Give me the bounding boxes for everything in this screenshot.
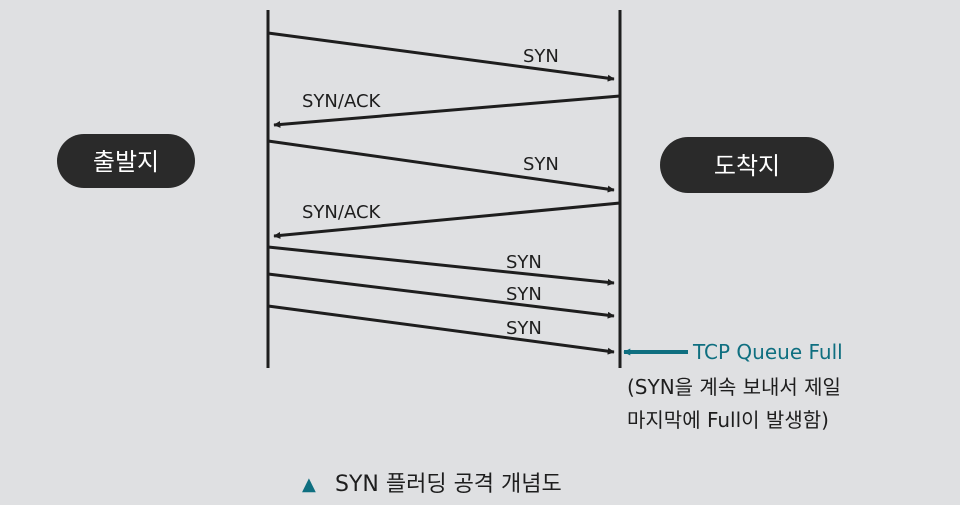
- destination-node-label: 도착지: [714, 152, 780, 180]
- destination-node: 도착지: [660, 137, 834, 193]
- message-label: SYN: [506, 252, 542, 273]
- figure-caption: ▲ SYN 플러딩 공격 개념도: [302, 472, 562, 497]
- message-label: SYN: [523, 46, 559, 67]
- message-arrow: [267, 139, 615, 193]
- message-label: SYN/ACK: [302, 202, 382, 223]
- caption-text: SYN 플러딩 공격 개념도: [335, 472, 562, 497]
- queue-full-note: TCP Queue Full (SYN을 계속 보내서 제일 마지막에 Full…: [623, 340, 843, 432]
- queue-full-line-1: (SYN을 계속 보내서 제일: [627, 375, 841, 399]
- message-3: SYN: [267, 139, 615, 193]
- message-7: SYN: [267, 304, 615, 355]
- message-arrow: [273, 94, 621, 128]
- message-arrow: [267, 245, 615, 286]
- message-label: SYN: [506, 284, 542, 305]
- source-node-label: 출발지: [93, 148, 159, 176]
- message-label: SYN/ACK: [302, 91, 382, 112]
- queue-full-title: TCP Queue Full: [692, 340, 843, 364]
- caption-marker: ▲: [302, 474, 316, 495]
- message-label: SYN: [506, 318, 542, 339]
- message-2: SYN/ACK: [273, 91, 621, 128]
- message-arrow: [273, 201, 621, 239]
- message-arrow: [267, 31, 615, 82]
- message-arrow: [267, 304, 615, 355]
- message-1: SYN: [267, 31, 615, 82]
- message-arrow: [267, 272, 615, 319]
- message-label: SYN: [523, 154, 559, 175]
- source-node: 출발지: [57, 134, 195, 188]
- message-6: SYN: [267, 272, 615, 319]
- message-5: SYN: [267, 245, 615, 286]
- queue-full-line-2: 마지막에 Full이 발생함): [627, 408, 829, 432]
- message-4: SYN/ACK: [273, 201, 621, 239]
